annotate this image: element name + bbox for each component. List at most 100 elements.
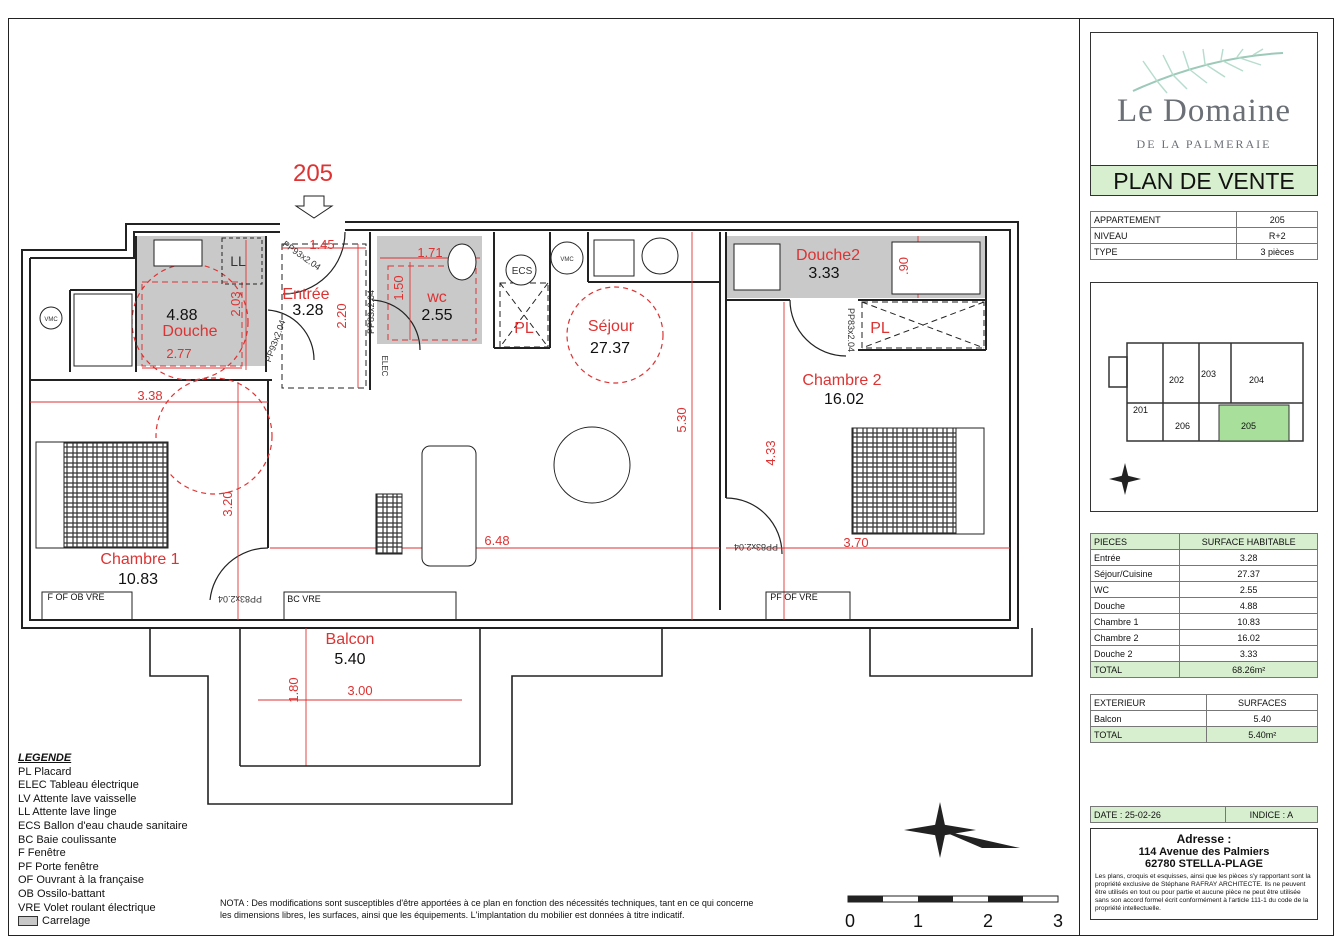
legend-item: F Fenêtre	[18, 847, 66, 860]
wc-name: wc	[426, 289, 447, 306]
piece-label: WC	[1089, 581, 1181, 598]
legend: LEGENDE PL Placard ELEC Tableau électriq…	[18, 752, 188, 929]
copyright-note: Les plans, croquis et esquisses, ainsi q…	[1095, 873, 1311, 912]
piece-value: 4.88	[1179, 597, 1318, 614]
legend-item: OB Ossilo-battant	[18, 887, 105, 900]
tag-ecs: ECS	[512, 266, 533, 277]
piece-value: 3.33	[1179, 645, 1318, 662]
north-compass-icon	[904, 802, 1020, 858]
doors	[209, 231, 847, 601]
info-label: APPARTEMENT	[1089, 211, 1238, 228]
dim-3-20: 3.20	[220, 491, 235, 516]
dim-6-48: 6.48	[484, 533, 509, 548]
info-label: NIVEAU	[1089, 227, 1238, 244]
piece-value: 27.37	[1179, 565, 1318, 582]
info-label: TYPE	[1089, 243, 1238, 260]
total-value: 5.40m²	[1206, 726, 1318, 743]
windows	[41, 591, 851, 621]
wc-area: 2.55	[421, 307, 452, 324]
piece-value: 16.02	[1179, 629, 1318, 646]
minimap-unit: 206	[1175, 421, 1190, 431]
minimap-svg: 202 203 204 201 206 205	[1108, 342, 1304, 495]
douche-name: Douche	[162, 323, 217, 340]
dim-2-03: 2.03	[228, 291, 243, 316]
legend-item: OF Ouvrant à la française	[18, 874, 144, 887]
window-tag-sejour: BC VRE	[287, 594, 321, 604]
dim-2-20: 2.20	[334, 303, 349, 328]
total-label: TOTAL	[1089, 661, 1181, 678]
legend-item: ELEC Tableau électrique	[18, 779, 139, 792]
legend-item: PF Porte fenêtre	[18, 860, 99, 873]
minimap-unit: 202	[1169, 375, 1184, 385]
dim-1-80: 1.80	[286, 677, 301, 702]
dim-1-45: 1.45	[309, 237, 334, 252]
legend-carrelage: Carrelage	[18, 915, 188, 929]
chambre1-area: 10.83	[118, 571, 158, 588]
info-value: R+2	[1236, 227, 1318, 244]
dim-1-50: 1.50	[391, 275, 406, 300]
entree-name: Entrée	[282, 286, 329, 303]
entry-arrow-icon	[294, 195, 334, 219]
chambre2-name: Chambre 2	[802, 372, 881, 389]
carrelage-label: Carrelage	[42, 915, 91, 928]
dim-3-70: 3.70	[843, 535, 868, 550]
piece-value: 3.28	[1179, 549, 1318, 566]
date-value: DATE : 25-02-26	[1090, 806, 1226, 823]
piece-value: 10.83	[1179, 613, 1318, 630]
nota-text: NOTA : Des modifications sont susceptibl…	[220, 898, 754, 920]
plan-de-vente-banner: PLAN DE VENTE	[1091, 165, 1317, 195]
column-header: EXTERIEUR	[1089, 694, 1208, 711]
balcon-area: 5.40	[334, 651, 365, 668]
unit-number: 205	[293, 160, 333, 187]
scale-bar	[847, 895, 1059, 903]
total-value: 68.26m²	[1179, 661, 1318, 678]
window-tag-chambre2: PF OF VRE	[770, 592, 818, 602]
douche-area: 4.88	[166, 307, 197, 324]
logo-subtitle: DE LA PALMERAIE	[1136, 137, 1272, 151]
door-tag-chambre1: PP83x2.04	[218, 594, 262, 604]
douche2-name: Douche2	[796, 247, 860, 264]
sejour-area: 27.37	[590, 340, 630, 357]
piece-label: Entrée	[1089, 549, 1181, 566]
minimap-unit: 201	[1133, 405, 1148, 415]
chambre1-name: Chambre 1	[100, 551, 179, 568]
legend-item: LV Attente lave vaisselle	[18, 792, 137, 805]
sejour-name: Séjour	[588, 318, 635, 335]
door-tag-wc: PP83x2.04	[366, 290, 376, 334]
placard-outlines	[141, 243, 985, 389]
tag-elec: ELEC	[380, 356, 389, 377]
indice-value: INDICE : A	[1224, 806, 1319, 823]
tag-vmc-cuisine: VMC	[560, 257, 574, 263]
legend-item: PL Placard	[18, 765, 72, 778]
exterieur-value: 5.40	[1206, 710, 1318, 727]
title-block-divider	[1079, 18, 1080, 936]
walls	[21, 221, 1019, 629]
piece-value: 2.55	[1179, 581, 1318, 598]
legend-title: LEGENDE	[18, 752, 72, 764]
scale-label-0: 0	[845, 911, 855, 931]
door-tag-douche2: PP83x2.04	[846, 308, 856, 352]
legend-item: ECS Ballon d'eau chaude sanitaire	[18, 819, 188, 832]
adresse-line-2: 62780 STELLA-PLAGE	[1145, 858, 1263, 870]
balcon-name: Balcon	[326, 631, 375, 648]
adresse-title: Adresse :	[1176, 832, 1232, 846]
dim-3-38: 3.38	[137, 388, 162, 403]
legend-item: LL Attente lave linge	[18, 806, 117, 819]
minimap-compass-icon	[1109, 463, 1141, 495]
tag-pl-chambre2: PL	[870, 320, 890, 337]
window-tag-chambre1: F OF OB VRE	[47, 592, 104, 602]
